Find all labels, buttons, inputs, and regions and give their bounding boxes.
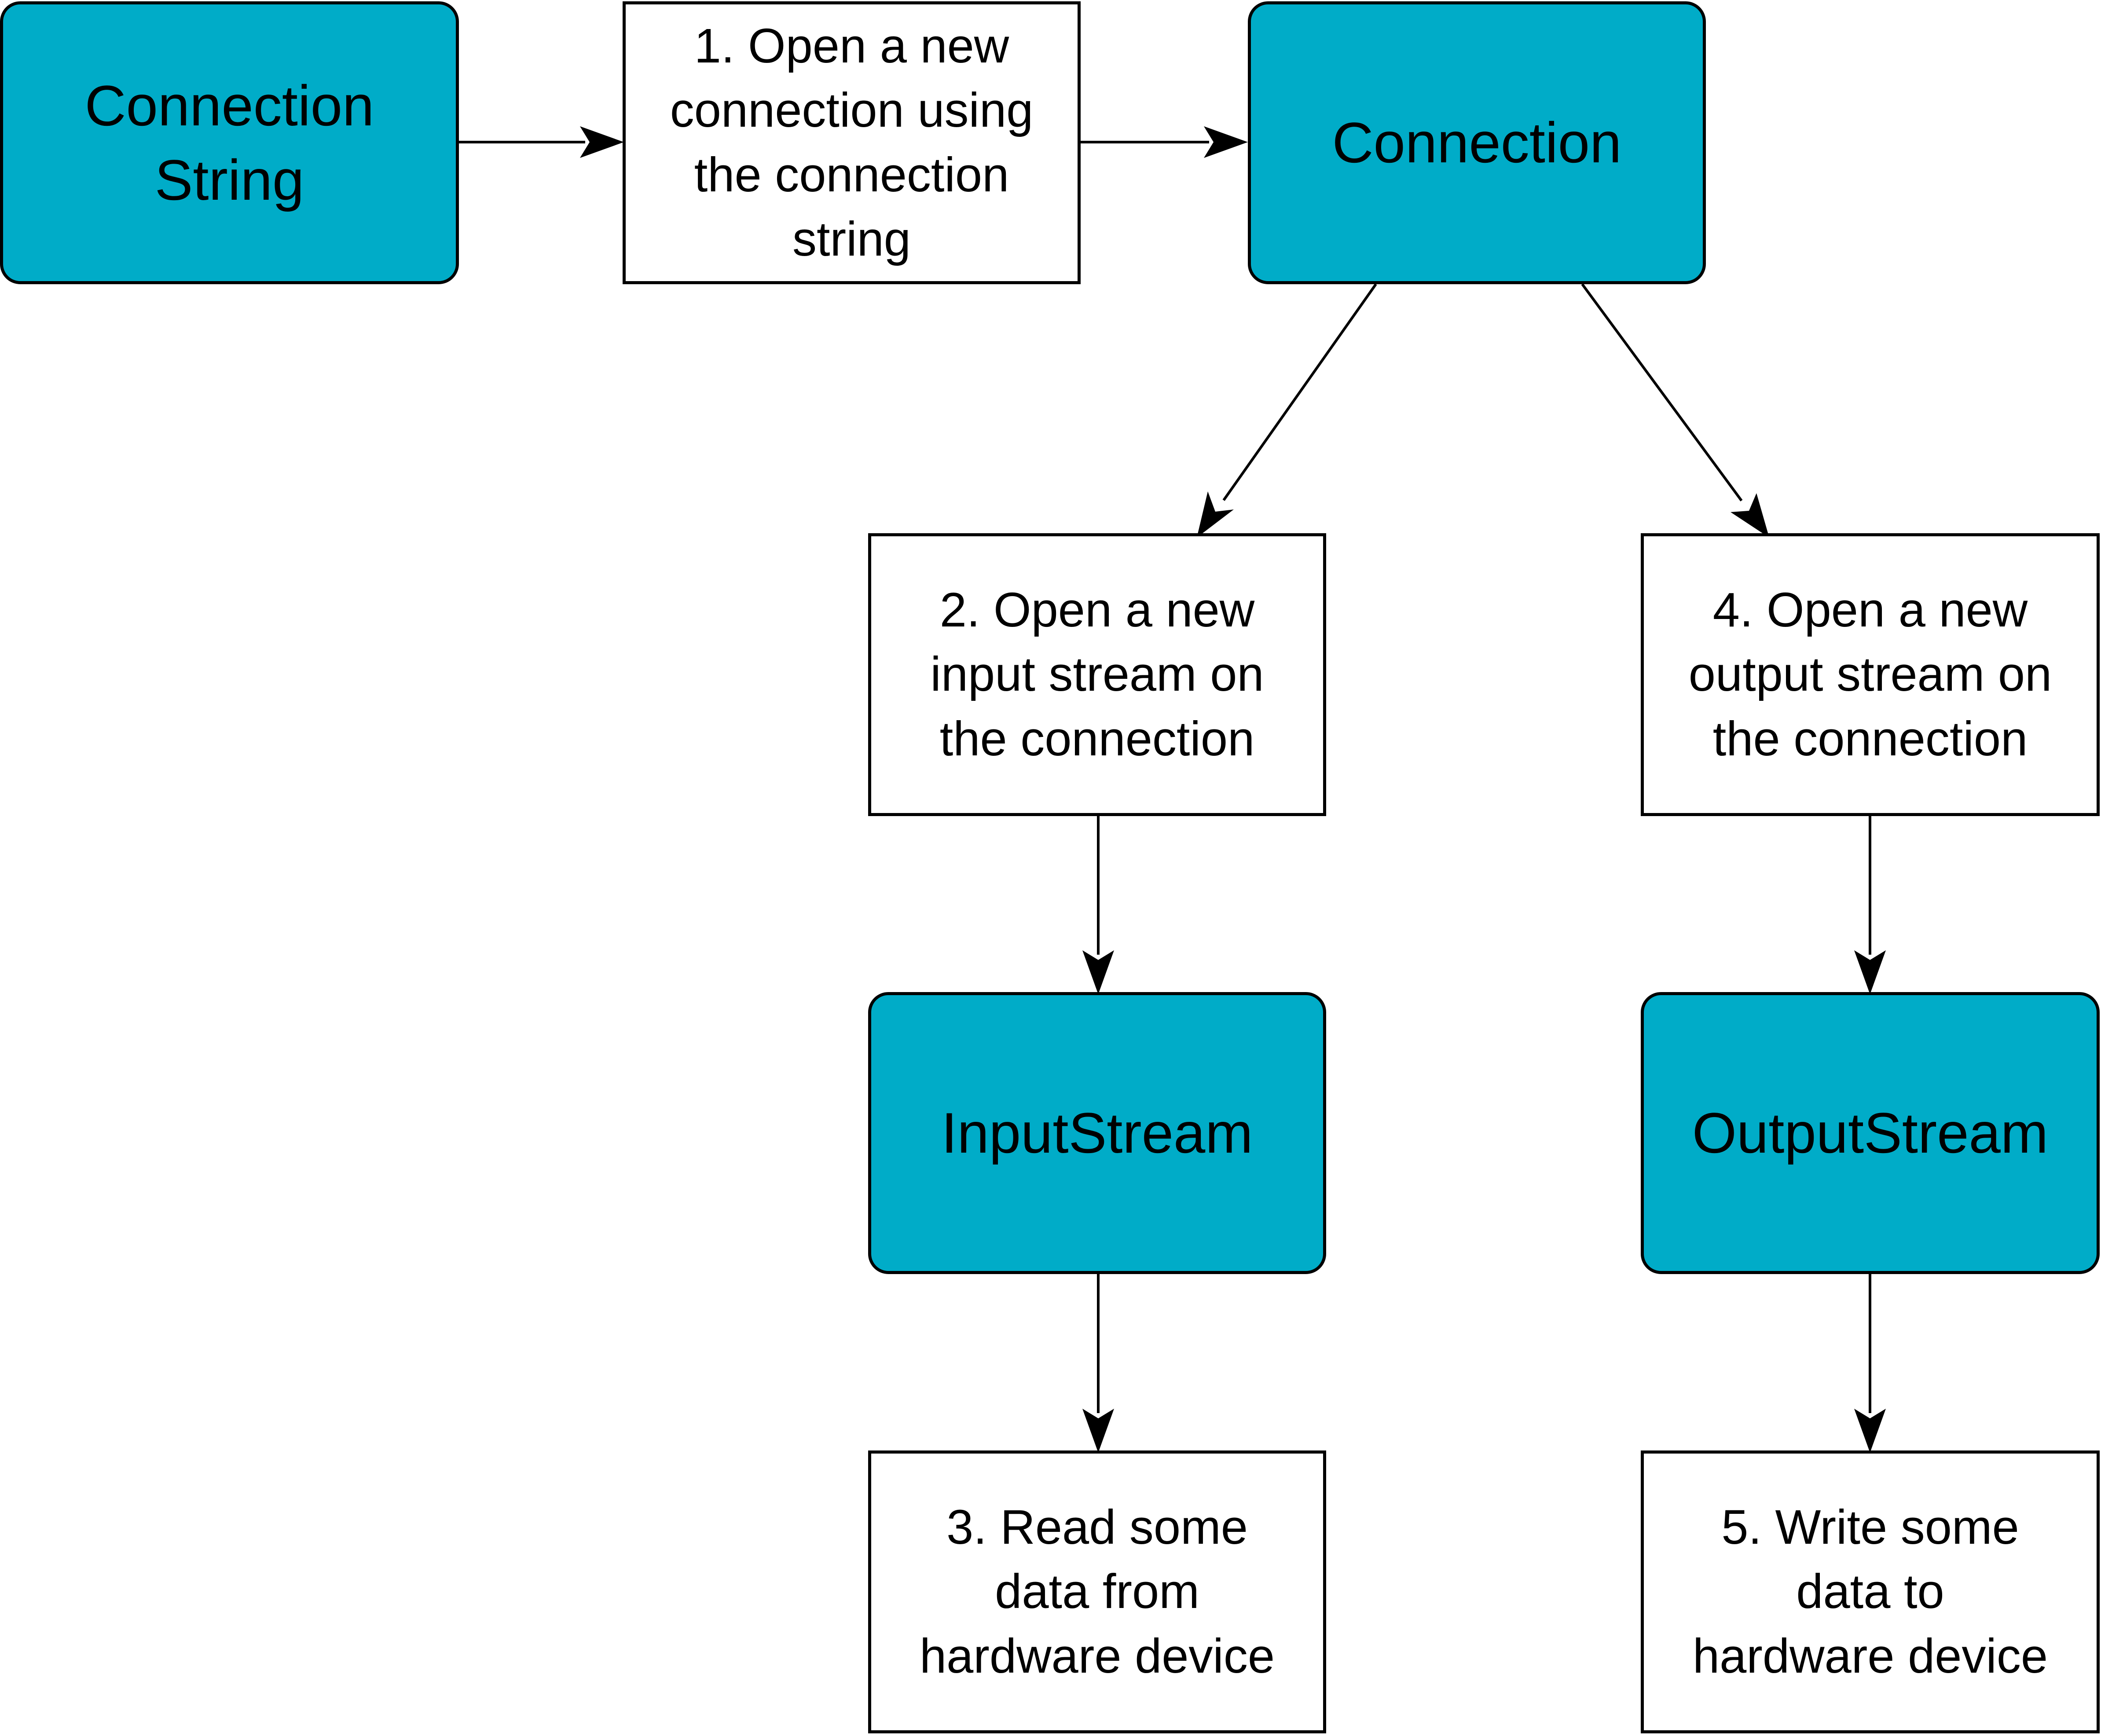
inputstream-node: InputStream — [868, 992, 1326, 1274]
step2-label: 2. Open a new input stream on the connec… — [930, 583, 1264, 766]
step3-label: 3. Read some data from hardware device — [919, 1500, 1275, 1683]
arrow-step1-to-connection — [1081, 126, 1248, 158]
step5-box: 5. Write some data to hardware device — [1641, 1450, 2100, 1733]
arrow-connection-to-step2 — [1197, 283, 1377, 538]
outputstream-label: OutputStream — [1692, 1101, 2049, 1165]
arrow-connection-string-to-step1 — [459, 126, 624, 158]
arrow-connection-to-step4 — [1581, 283, 1769, 538]
step3-box: 3. Read some data from hardware device — [868, 1450, 1326, 1733]
arrow-inputstream-to-step3 — [1082, 1274, 1114, 1453]
step4-box: 4. Open a new output stream on the conne… — [1641, 533, 2100, 816]
connection-label: Connection — [1332, 110, 1622, 175]
step1-box: 1. Open a new connection using the conne… — [623, 1, 1081, 284]
step2-box: 2. Open a new input stream on the connec… — [868, 533, 1326, 816]
connection-string-node: Connection String — [0, 1, 459, 284]
connection-string-label: Connection String — [84, 73, 374, 212]
arrow-step4-to-outputstream — [1854, 815, 1886, 994]
step1-label: 1. Open a new connection using the conne… — [670, 18, 1034, 266]
step5-label: 5. Write some data to hardware device — [1692, 1500, 2048, 1683]
arrow-step2-to-inputstream — [1082, 815, 1114, 994]
outputstream-node: OutputStream — [1641, 992, 2100, 1274]
connection-node: Connection — [1248, 1, 1706, 284]
arrow-outputstream-to-step5 — [1854, 1274, 1886, 1453]
step4-label: 4. Open a new output stream on the conne… — [1688, 583, 2052, 766]
inputstream-label: InputStream — [941, 1101, 1253, 1165]
